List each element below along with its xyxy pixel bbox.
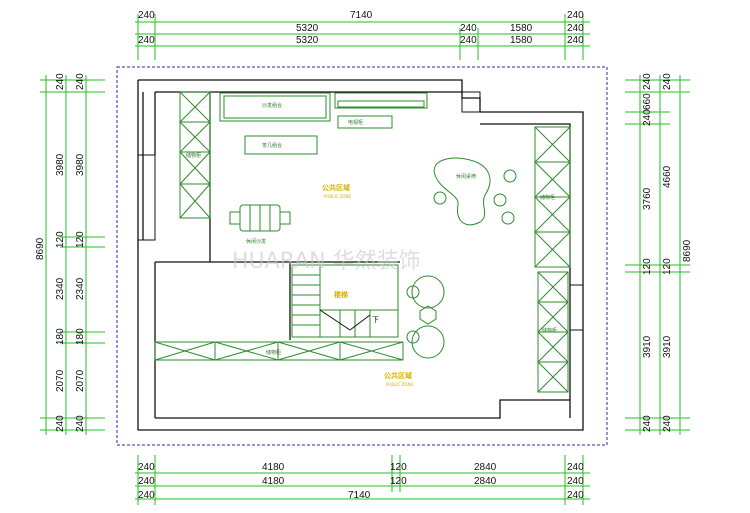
left-dim-mid-240-bot: 240: [55, 415, 66, 432]
right-dim-mid-120: 120: [662, 258, 673, 275]
label-cabinet-right: 储物柜: [540, 194, 555, 201]
bot-dim-240-r1: 240: [567, 462, 584, 473]
top-dim-240-mid: 240: [460, 23, 477, 34]
right-dim-in-660: 660: [642, 93, 653, 110]
label-cabinet-right-lower: 储物柜: [542, 327, 557, 334]
right-dim-in-3910: 3910: [642, 335, 653, 358]
top-dim-240-mid-b: 240: [460, 35, 477, 46]
bot-dim-4180-2: 4180: [262, 476, 285, 487]
left-dim-mid-180: 180: [55, 328, 66, 345]
left-dim-mid-2340: 2340: [55, 277, 66, 300]
stair-label: 楼梯: [334, 290, 348, 299]
label-cabinet-left: 储物柜: [186, 152, 201, 159]
top-dimensions: [135, 14, 590, 60]
bottom-dimensions: [135, 455, 590, 505]
bot-dim-120-2: 120: [390, 476, 407, 487]
bot-dim-240-l1: 240: [138, 462, 155, 473]
left-dim-in-2070: 2070: [75, 369, 86, 392]
watermark: HUARAN 华然装饰: [232, 249, 421, 274]
top-dim-240-left: 240: [138, 10, 155, 21]
furniture: [154, 91, 571, 393]
bot-dim-240-r3: 240: [567, 490, 584, 501]
right-dim-mid-3910: 3910: [662, 335, 673, 358]
label-leisure-chairs: 休闲桌椅: [456, 173, 476, 180]
left-dim-in-120: 120: [75, 231, 86, 248]
left-dim-mid-240-top: 240: [55, 73, 66, 90]
zone-sub-top: PUBLIC ZONE: [324, 194, 351, 199]
bot-dim-7140: 7140: [348, 490, 371, 501]
top-dim-240-r3: 240: [567, 35, 584, 46]
label-cabinet-bottom: 储物柜: [266, 349, 281, 356]
right-dim-mid-240-top: 240: [662, 73, 673, 90]
bot-dim-240-l2: 240: [138, 476, 155, 487]
top-dim-240-right: 240: [567, 10, 584, 21]
right-dimensions: [625, 75, 690, 435]
stair-down-label: 下: [372, 316, 379, 324]
window-left: [137, 154, 156, 241]
top-dim-total: 7140: [350, 10, 373, 21]
left-dim-in-180: 180: [75, 328, 86, 345]
label-tv-cabinet: 电视柜: [348, 119, 363, 126]
right-dim-in-240-b: 240: [642, 109, 653, 126]
top-dim-240-r2: 240: [567, 23, 584, 34]
left-dimensions: [40, 75, 105, 435]
right-dim-mid-240-bot: 240: [662, 415, 673, 432]
stairs: [291, 264, 399, 338]
top-dim-1580: 1580: [510, 23, 533, 34]
zone-label-bottom: 公共区域: [384, 371, 412, 380]
dashed-frame: [116, 66, 608, 446]
bot-dim-2840-1: 2840: [474, 462, 497, 473]
right-dim-mid-4660: 4660: [662, 165, 673, 188]
top-dim-240-l3: 240: [138, 35, 155, 46]
top-dim-5320-b: 5320: [296, 35, 319, 46]
left-dim-mid-2070: 2070: [55, 369, 66, 392]
left-dim-in-3980: 3980: [75, 153, 86, 176]
right-dim-total: 8690: [682, 239, 693, 262]
right-dim-in-3760: 3760: [642, 187, 653, 210]
bot-dim-240-r2: 240: [567, 476, 584, 487]
label-leisure-sofa: 休闲沙发: [246, 238, 266, 245]
bot-dim-2840-2: 2840: [474, 476, 497, 487]
label-tea-table: 茶几组合: [262, 142, 282, 149]
bot-dim-240-l3: 240: [138, 490, 155, 501]
right-dim-in-240-bot: 240: [642, 415, 653, 432]
top-dim-5320: 5320: [296, 23, 319, 34]
left-dim-total: 8690: [35, 237, 46, 260]
window-right: [569, 284, 584, 331]
right-dim-in-240-top: 240: [642, 73, 653, 90]
right-dim-in-120: 120: [642, 258, 653, 275]
left-dim-in-2340: 2340: [75, 277, 86, 300]
zone-label-top: 公共区域: [322, 183, 350, 192]
label-sofa-group: 沙发组合: [262, 102, 282, 109]
top-dim-1580-b: 1580: [510, 35, 533, 46]
zone-sub-bottom: PUBLIC ZONE: [386, 382, 413, 387]
left-dim-mid-120: 120: [55, 231, 66, 248]
left-dim-mid-3980: 3980: [55, 153, 66, 176]
bot-dim-4180-1: 4180: [262, 462, 285, 473]
bot-dim-120-1: 120: [390, 462, 407, 473]
window-top-right: [461, 91, 481, 113]
left-dim-in-240-bot: 240: [75, 415, 86, 432]
left-dim-in-240-top: 240: [75, 73, 86, 90]
